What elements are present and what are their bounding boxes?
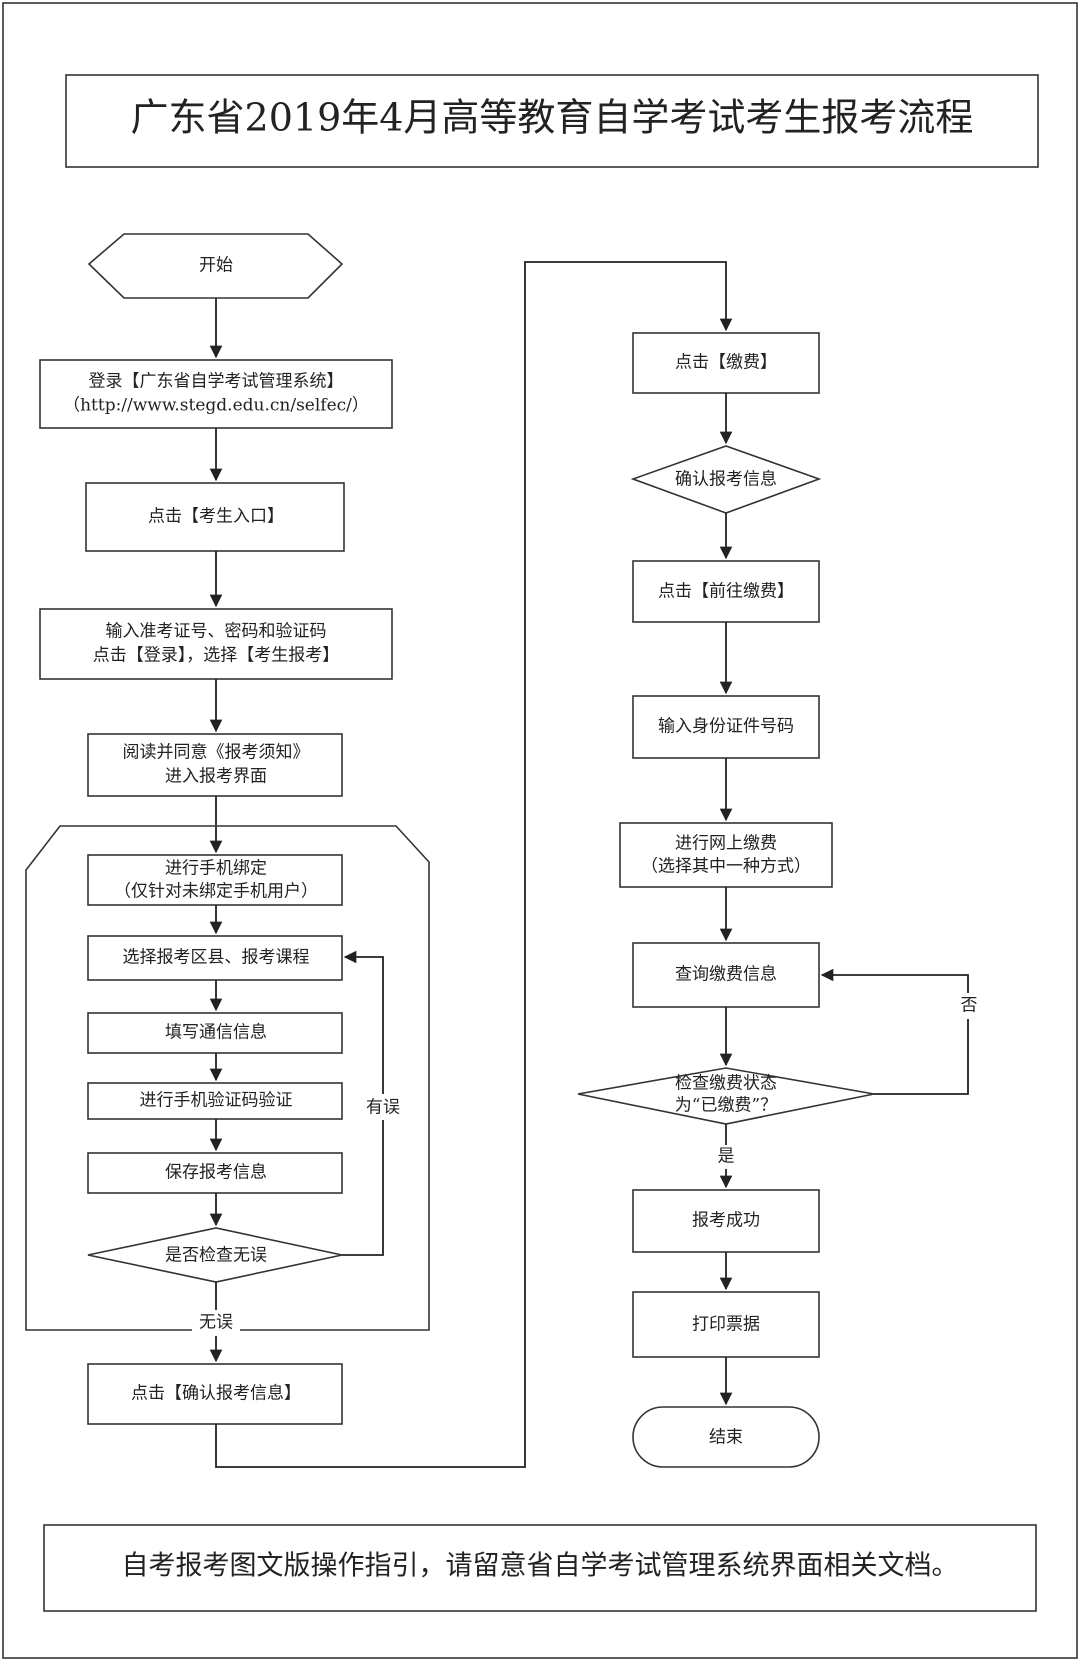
pay-label: 点击【缴费】: [675, 353, 777, 373]
click-entry-step: [85, 482, 345, 552]
verify-code-step: [87, 1082, 343, 1120]
error-label-bg: [362, 1094, 402, 1120]
online-pay-label-line2: （选择其中一种方式）: [641, 857, 811, 877]
check-errors-label: 是否检查无误: [165, 1246, 267, 1266]
confirm-info-decision-label: 确认报考信息: [675, 470, 777, 490]
no-label-bg: [956, 993, 982, 1019]
confirm-info-decision: [630, 445, 822, 514]
title-box: [65, 74, 1039, 168]
yes-label-bg: [714, 1145, 740, 1169]
check-status-label-line1: 检查缴费状态: [675, 1074, 777, 1094]
start-label: 开始: [199, 256, 233, 276]
success-step: [632, 1189, 820, 1253]
column-connector-arrow: [215, 261, 733, 1468]
click-entry-label: 点击【考生入口】: [148, 507, 284, 527]
query-pay-label: 查询缴费信息: [675, 965, 777, 985]
online-pay-label-line1: 进行网上缴费: [675, 834, 777, 854]
success-label: 报考成功: [692, 1211, 760, 1231]
no-error-label-bg: [192, 1310, 240, 1336]
pay-step: [632, 332, 820, 394]
input-label-line2: 点击【登录】，选择【考生报考】: [93, 646, 340, 666]
registration-group-frame: [25, 825, 430, 1331]
bind-label-line2: （仅针对未绑定手机用户）: [114, 882, 318, 902]
no-loop-arrow: [820, 968, 969, 1095]
select-courses-label: 选择报考区县、报考课程: [123, 948, 310, 968]
start-node: [87, 233, 344, 299]
login-step: [39, 359, 393, 429]
id-number-label: 输入身份证件号码: [658, 717, 794, 737]
fill-contact-label: 填写通信信息: [165, 1023, 267, 1043]
print-receipt-step: [632, 1291, 820, 1358]
no-error-label: 无误: [199, 1313, 233, 1333]
footer-note: 自考报考图文版操作指引，请留意省自学考试管理系统界面相关文档。: [122, 1551, 959, 1582]
end-node: [632, 1406, 820, 1468]
read-label-line2: 进入报考界面: [165, 767, 267, 787]
verify-code-label: 进行手机验证码验证: [140, 1091, 293, 1111]
input-label-line1: 输入准考证号、密码和验证码: [106, 622, 327, 642]
bind-label-line1: 进行手机绑定: [165, 859, 267, 879]
confirm-info-label: 点击【确认报考信息】: [131, 1384, 301, 1404]
check-status-label-line2: 为“已缴费”？: [675, 1096, 777, 1116]
no-label: 否: [961, 996, 978, 1016]
login-label-line2: （http://www.stegd.edu.cn/selfec/）: [63, 396, 369, 416]
goto-pay-step: [632, 560, 820, 623]
confirm-info-step: [87, 1363, 343, 1425]
read-notice-step: [87, 733, 343, 797]
input-credentials-step: [39, 608, 393, 680]
phone-binding-step: [87, 854, 343, 906]
error-label: 有误: [366, 1098, 400, 1118]
read-label-line1: 阅读并同意《报考须知》: [123, 743, 310, 763]
id-number-step: [632, 695, 820, 759]
fill-contact-step: [87, 1012, 343, 1054]
login-label-line1: 登录【广东省自学考试管理系统】: [89, 372, 344, 392]
yes-label: 是: [718, 1147, 735, 1167]
save-info-step: [87, 1152, 343, 1194]
online-pay-step: [619, 822, 833, 888]
goto-pay-label: 点击【前往缴费】: [658, 582, 794, 602]
footer-box: [43, 1524, 1037, 1612]
save-info-label: 保存报考信息: [165, 1163, 267, 1183]
print-receipt-label: 打印票据: [692, 1315, 760, 1335]
select-courses-step: [87, 935, 343, 981]
page-title: 广东省2019年4月高等教育自学考试考生报考流程: [131, 96, 974, 140]
end-label: 结束: [709, 1428, 743, 1448]
